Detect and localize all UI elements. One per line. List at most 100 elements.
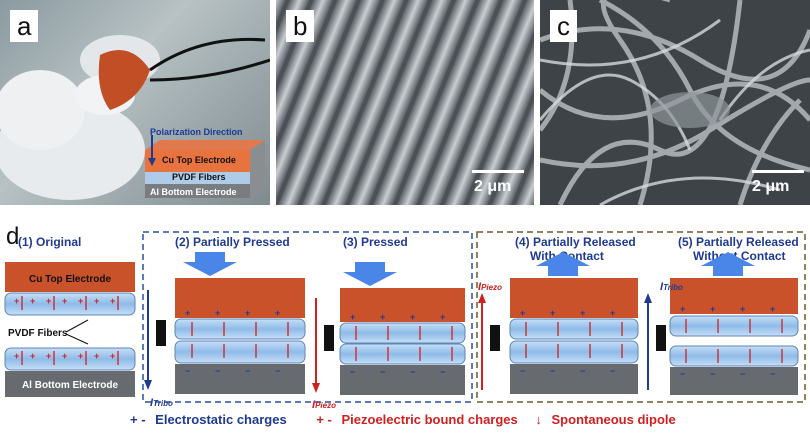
panel-d-letter: d <box>6 223 20 250</box>
press-arrow-icon-2 <box>343 262 397 286</box>
dipole-arrow-icon: ↓ <box>535 412 542 427</box>
panel-c-scale-bar <box>752 170 804 173</box>
svg-text:+: + <box>78 296 83 306</box>
tribo-subscript-2: Tribo <box>663 283 683 292</box>
electrostatic-symbols: + - <box>130 412 146 427</box>
panel-a-letter: a <box>10 10 39 42</box>
svg-text:+: + <box>46 296 51 306</box>
svg-text:+: + <box>62 351 67 361</box>
release-arrow-icon <box>536 252 590 276</box>
state-5-stack: ITribo <box>644 252 799 395</box>
panel-b-scale-label: 2 μm <box>474 178 512 195</box>
release-arrow-icon-2 <box>701 252 755 276</box>
svg-text:+: + <box>580 308 585 318</box>
svg-text:+: + <box>410 312 415 322</box>
svg-text:−: − <box>520 366 525 376</box>
svg-text:+: + <box>94 351 99 361</box>
load-resistor-icon-4 <box>656 325 666 351</box>
press-arrow-icon <box>183 252 237 276</box>
svg-text:+: + <box>440 312 445 322</box>
state-3-title: (3) Pressed <box>343 235 408 249</box>
svg-text:+: + <box>62 296 67 306</box>
panel-c-scale-label: 2 μm <box>752 178 790 195</box>
svg-text:−: − <box>770 369 775 379</box>
piezo-current-arrow-icon <box>312 383 320 393</box>
piezo-symbols: + - <box>316 412 332 427</box>
random-fibers-illustration <box>540 0 810 205</box>
panel-b-sem-image: b 2 μm <box>276 0 534 205</box>
svg-text:IPiezo: IPiezo <box>478 281 502 293</box>
svg-text:−: − <box>710 369 715 379</box>
state-1-title: (1) Original <box>18 235 81 249</box>
svg-text:+: + <box>550 308 555 318</box>
svg-text:+: + <box>350 312 355 322</box>
state-2-stack: ITribo <box>144 252 306 409</box>
svg-text:−: − <box>610 366 615 376</box>
panel-c-sem-image: c 2 μm <box>540 0 810 205</box>
pvdf-fibers-label: PVDF Fibers <box>8 328 68 339</box>
current-i-symbol-4: I <box>660 281 664 293</box>
svg-text:−: − <box>410 367 415 377</box>
panel-c-letter: c <box>550 10 577 42</box>
stack-cu-label: Cu Top Electrode <box>162 155 236 165</box>
load-resistor-icon-3 <box>490 325 500 351</box>
svg-text:+: + <box>185 308 190 318</box>
electrostatic-legend-label: Electrostatic charges <box>155 412 287 427</box>
tribo-current-arrow-icon <box>144 380 152 390</box>
svg-text:+: + <box>215 308 220 318</box>
al-bottom-electrode-label: Al Bottom Electrode <box>22 380 119 391</box>
load-resistor-icon-2 <box>324 325 334 351</box>
piezo-subscript-2: Piezo <box>481 283 502 292</box>
svg-text:−: − <box>215 366 220 376</box>
cu-top-electrode-label: Cu Top Electrode <box>29 274 111 285</box>
panel-a-photo: a Polarization Direction Cu Top Electrod… <box>0 0 270 205</box>
current-i-symbol-2: I <box>312 399 316 410</box>
svg-text:−: − <box>275 366 280 376</box>
state-5-title: (5) Partially Released <box>678 235 799 249</box>
svg-text:ITribo: ITribo <box>150 397 173 409</box>
current-i-symbol-3: I <box>478 281 482 293</box>
svg-text:+: + <box>610 308 615 318</box>
tribo-subscript: Tribo <box>153 399 173 408</box>
svg-text:−: − <box>380 367 385 377</box>
piezo-legend-label: Piezoelectric bound charges <box>341 412 518 427</box>
svg-text:+: + <box>680 304 685 314</box>
pressing-group-box <box>142 231 473 403</box>
current-i-symbol: I <box>150 397 154 409</box>
svg-text:−: − <box>245 366 250 376</box>
svg-text:+: + <box>94 296 99 306</box>
svg-text:+: + <box>245 308 250 318</box>
svg-text:+: + <box>710 304 715 314</box>
stack-pvdf-label: PVDF Fibers <box>172 172 226 182</box>
svg-text:+: + <box>78 351 83 361</box>
svg-text:−: − <box>350 367 355 377</box>
svg-text:+: + <box>30 296 35 306</box>
panel-b-scale-bar <box>472 170 524 173</box>
svg-text:+: + <box>380 312 385 322</box>
panel-d-schematic: (1) Original (2) Partially Pressed (3) P… <box>4 231 806 410</box>
dipole-arrows <box>21 296 783 365</box>
svg-text:+: + <box>110 351 115 361</box>
state-2-title: (2) Partially Pressed <box>175 235 290 249</box>
state-4-title: (4) Partially Released <box>515 235 636 249</box>
state-4-stack: IPiezo <box>478 252 639 394</box>
electrostatic-charge-marks: ++++ −−−− ++++ −−−− ++++ −−−− ++++ −−−− <box>185 304 775 379</box>
svg-text:−: − <box>185 366 190 376</box>
svg-text:+: + <box>740 304 745 314</box>
svg-text:+: + <box>14 351 19 361</box>
state-1-stack: Cu Top Electrode Al Bottom Electrode PVD… <box>4 262 136 397</box>
piezo-subscript: Piezo <box>315 401 336 410</box>
svg-text:−: − <box>440 367 445 377</box>
aligned-fibers-illustration <box>276 0 534 205</box>
load-resistor-icon <box>156 320 166 346</box>
svg-text:−: − <box>740 369 745 379</box>
panel-b-letter: b <box>286 10 315 42</box>
piezo-current-up-arrow-icon <box>478 293 486 303</box>
svg-text:+: + <box>520 308 525 318</box>
svg-text:−: − <box>550 366 555 376</box>
svg-text:+: + <box>30 351 35 361</box>
releasing-group-box <box>476 231 806 403</box>
polarization-label: Polarization Direction <box>150 127 243 137</box>
state-3-stack: IPiezo <box>312 262 466 410</box>
svg-text:+: + <box>14 296 19 306</box>
